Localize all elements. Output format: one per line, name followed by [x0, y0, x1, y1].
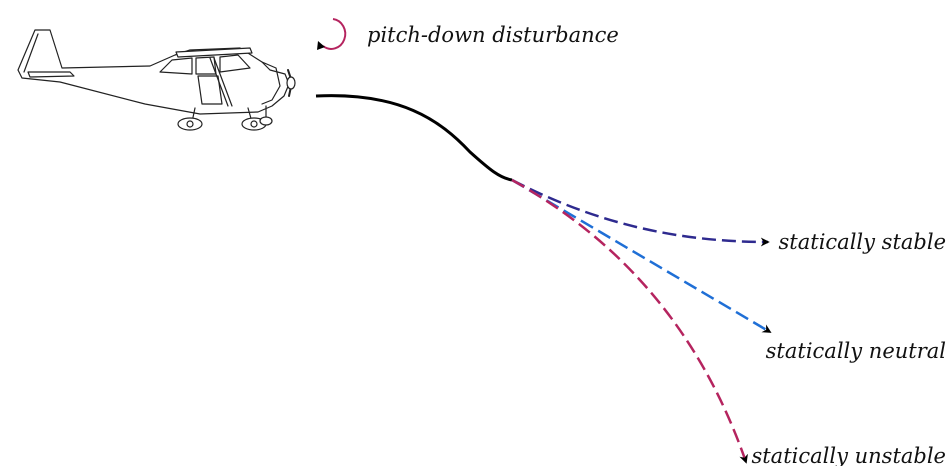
unstable-trajectory: [511, 178, 748, 464]
stable-label: statically stable: [779, 230, 946, 254]
neutral-label: statically neutral: [766, 339, 946, 363]
cessna-airplane-icon: [17, 29, 296, 131]
stable-trajectory: [511, 178, 770, 247]
disturbed-flight-path: [315, 94, 513, 182]
rotation-arrowhead: [317, 41, 325, 50]
rotation-arrow-icon: [317, 18, 347, 50]
disturbance-label: pitch-down disturbance: [367, 23, 619, 47]
unstable-label: statically unstable: [751, 444, 946, 466]
